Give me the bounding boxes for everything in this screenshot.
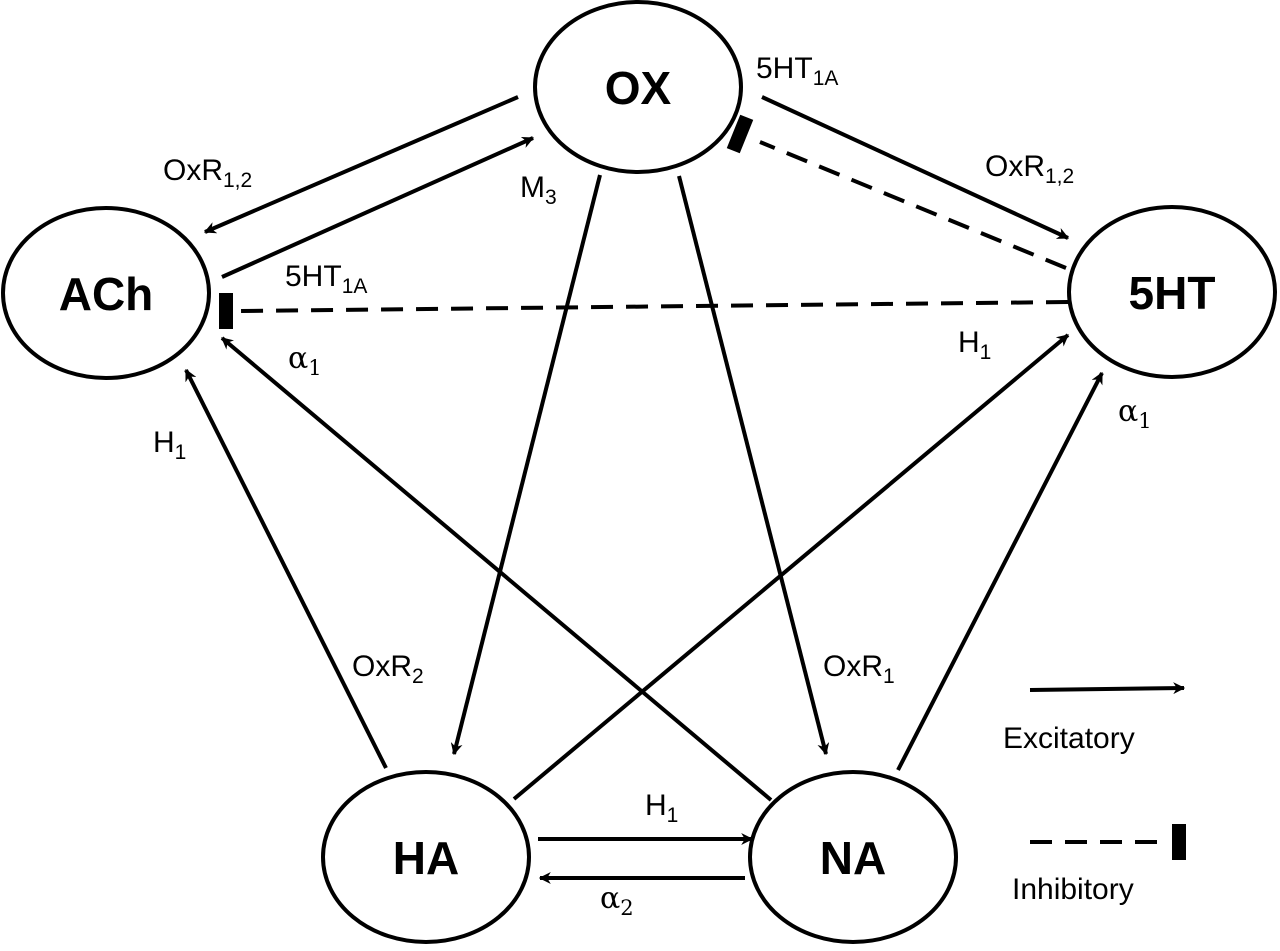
node-5ht-label: 5HT xyxy=(1129,267,1216,319)
label-ox-to-ach: OxR1,2 xyxy=(163,154,252,192)
node-na-label: NA xyxy=(820,832,886,884)
edge-ach-to-ox xyxy=(221,136,535,279)
label-na-to-5ht: α1 xyxy=(1118,394,1152,433)
legend-inhibitory-label: Inhibitory xyxy=(1012,873,1134,906)
label-na-to-ha: α2 xyxy=(600,881,634,920)
node-ach-label: ACh xyxy=(59,268,154,320)
node-ox: OX xyxy=(533,0,743,174)
label-ha-to-na: H1 xyxy=(645,789,678,827)
edge-ox-to-na xyxy=(677,175,830,756)
node-ach: ACh xyxy=(1,206,211,380)
legend-inhibit-bar xyxy=(1172,824,1186,860)
legend-excitatory-arrow xyxy=(1029,682,1186,695)
edge-ox-to-ach xyxy=(203,95,519,234)
label-5ht-inhibits-ox: 5HT1A xyxy=(756,52,838,90)
inhibit-bar-ach xyxy=(219,293,233,329)
node-ha-label: HA xyxy=(393,832,459,884)
label-ox-to-ha: OxR2 xyxy=(352,650,424,688)
node-5ht: 5HT xyxy=(1067,205,1277,379)
edge-na-to-5ht xyxy=(896,371,1104,771)
edge-5ht-inhibits-ach xyxy=(237,300,1069,313)
label-ha-to-5ht: H1 xyxy=(958,326,991,364)
label-5ht-inhibits-ach: 5HT1A xyxy=(285,260,367,298)
edge-ox-to-ha xyxy=(450,174,602,756)
legend-excitatory-label: Excitatory xyxy=(1003,722,1135,755)
node-ha: HA xyxy=(321,770,531,944)
legend: Excitatory Inhibitory xyxy=(1003,682,1186,906)
label-ox-to-na: OxR1 xyxy=(823,650,895,688)
edge-ha-to-ach xyxy=(184,368,388,769)
edge-5ht-inhibits-ox xyxy=(759,140,1067,270)
node-na: NA xyxy=(748,770,958,944)
edge-ha-to-5ht xyxy=(512,333,1070,801)
label-ach-to-ox: M3 xyxy=(520,171,557,209)
edge-na-to-ach xyxy=(220,336,773,802)
label-ox-to-5ht: OxR1,2 xyxy=(985,150,1074,188)
inhibit-bar-ox xyxy=(726,114,754,154)
label-ha-to-ach: H1 xyxy=(153,426,186,464)
label-na-to-ach: α1 xyxy=(288,341,322,380)
edge-ox-to-5ht xyxy=(761,95,1070,240)
node-ox-label: OX xyxy=(605,62,672,114)
